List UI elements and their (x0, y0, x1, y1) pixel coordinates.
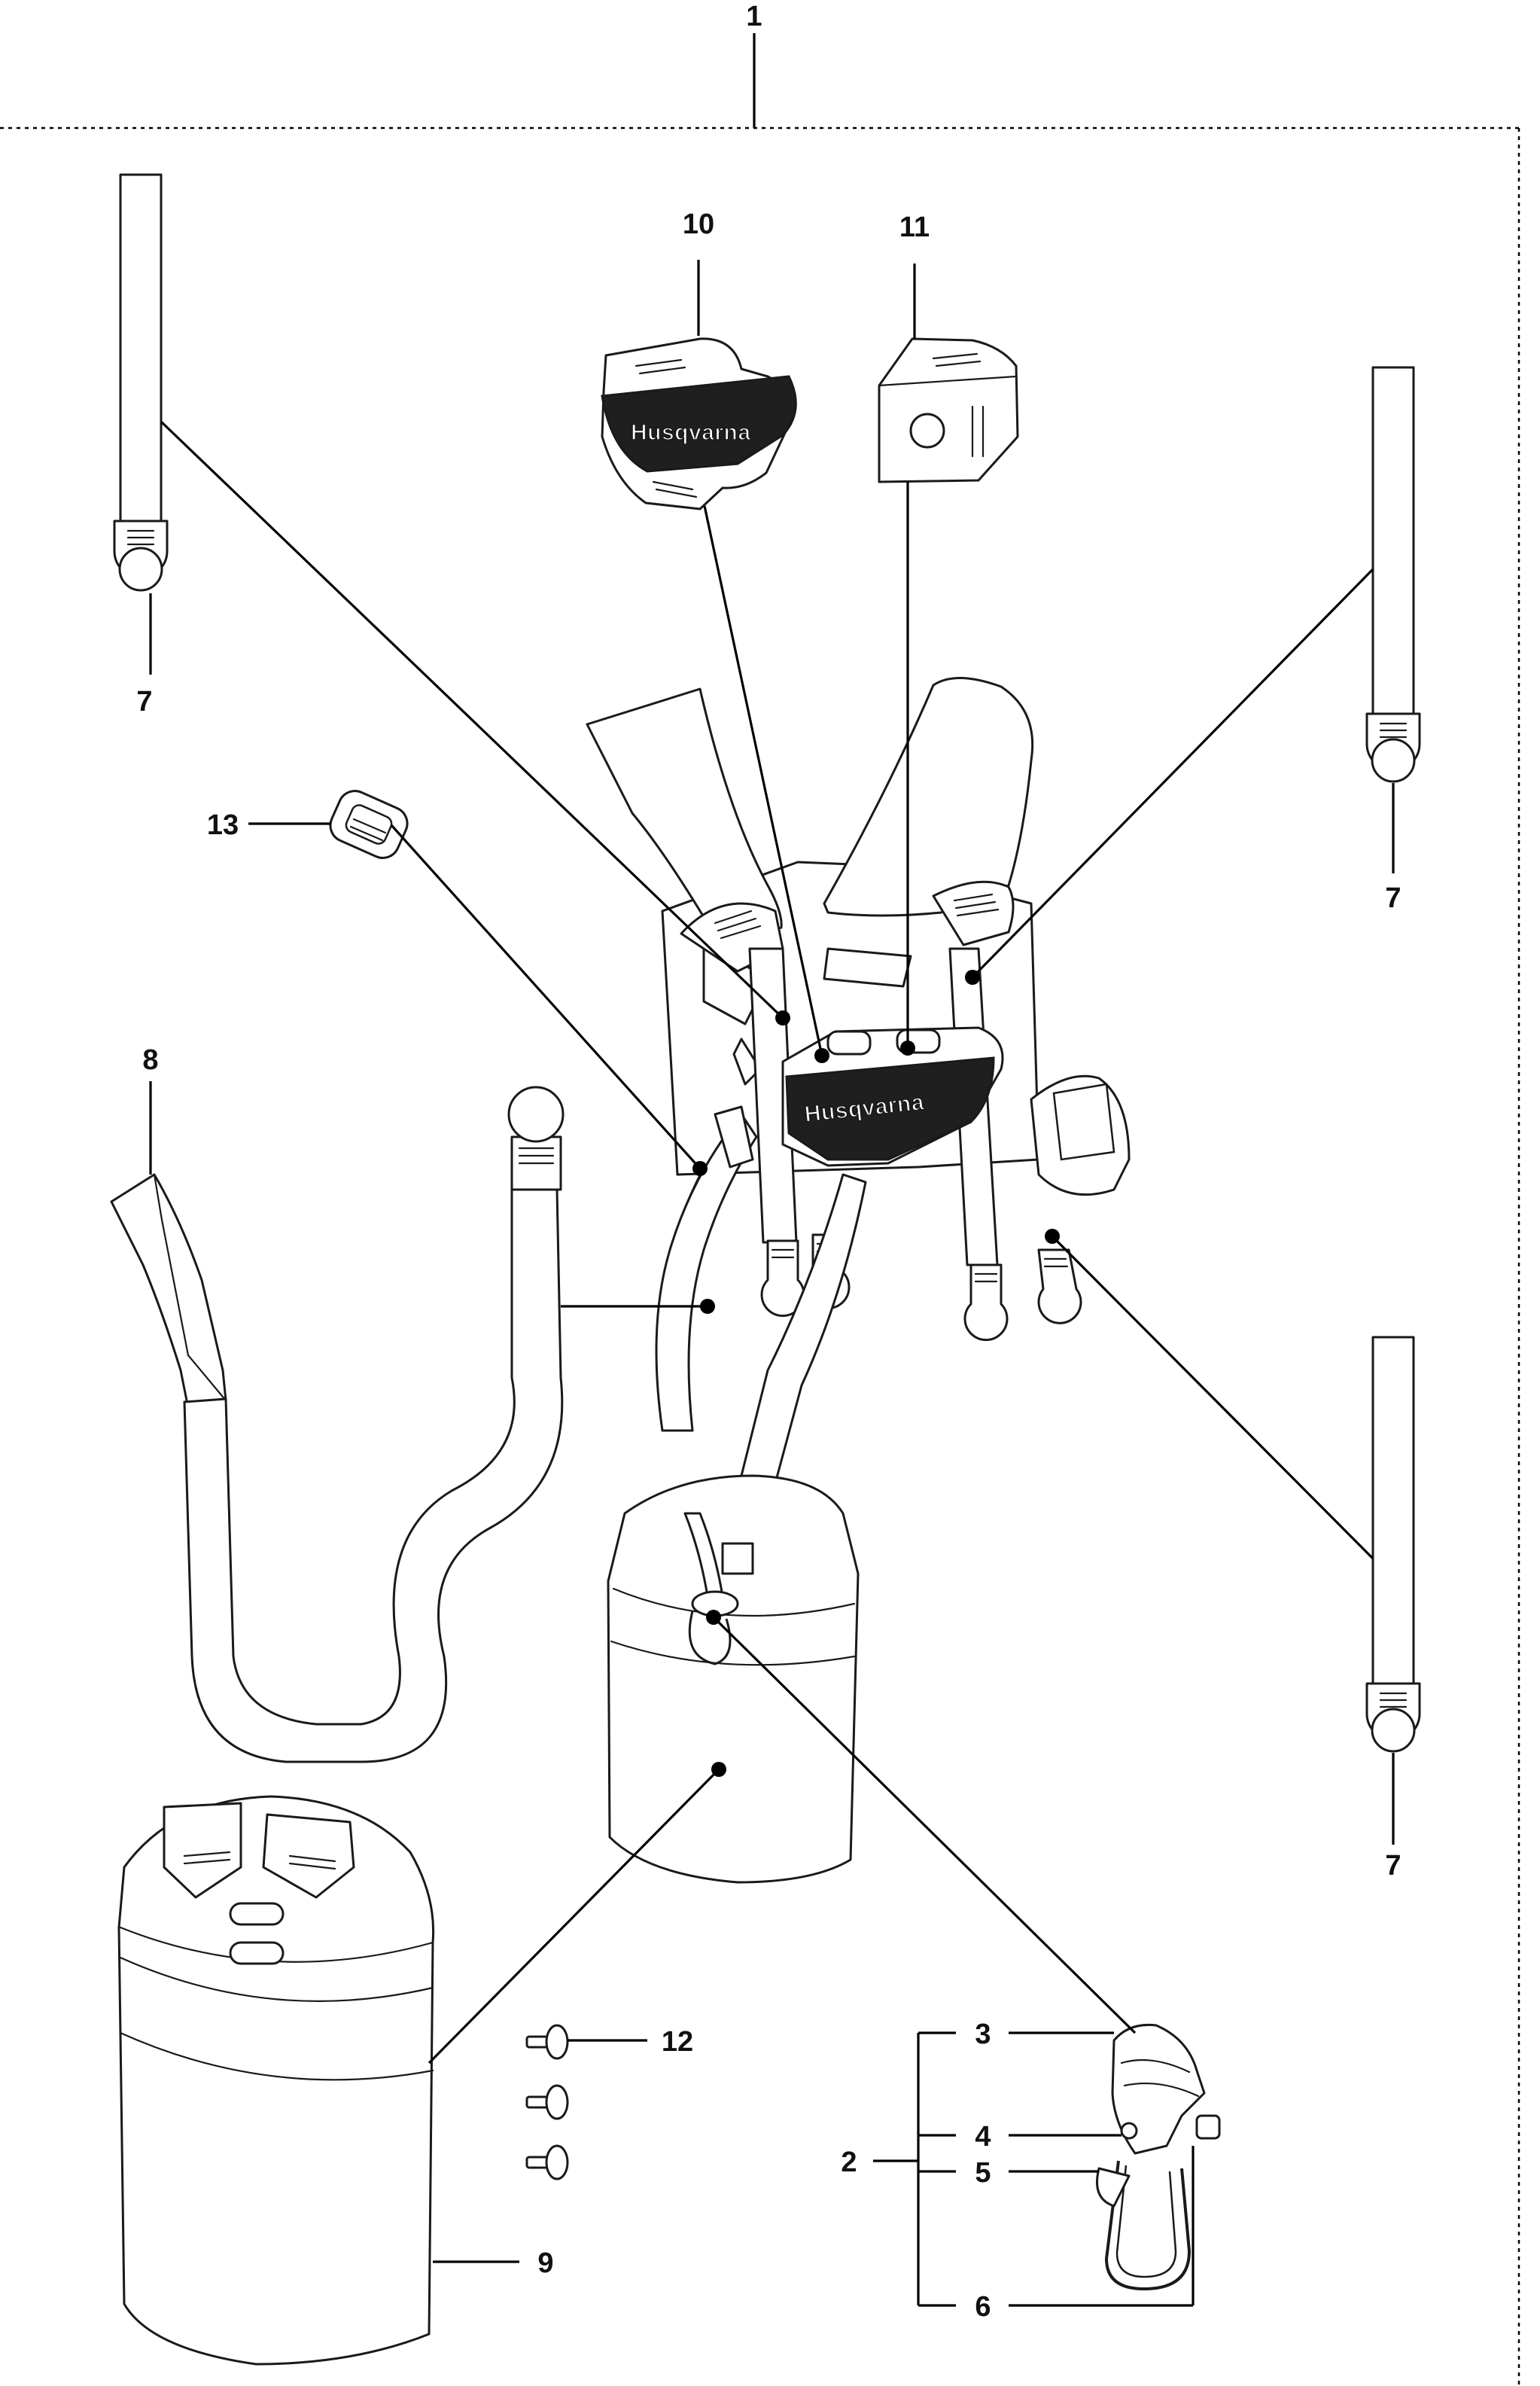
hook-assembly (1096, 2023, 1221, 2291)
callout-12: 12 (662, 2026, 693, 2058)
callout-3: 3 (975, 2019, 991, 2050)
shoulder-pad-right (878, 337, 1019, 483)
callout-1: 1 (746, 1, 762, 32)
callout-13: 13 (207, 809, 239, 841)
screw-2 (525, 2084, 569, 2120)
hip-pad (117, 1795, 435, 2366)
callout-10: 10 (683, 209, 714, 240)
strap-end-right-lower (1365, 1336, 1421, 1753)
back-strap (110, 1086, 565, 1763)
strap-end-top-left (113, 173, 169, 592)
screw-1 (525, 2024, 569, 2060)
strap-buckle (329, 790, 409, 859)
strap-end-right-upper (1365, 366, 1421, 783)
callout-9: 9 (537, 2247, 553, 2279)
callout-8: 8 (142, 1044, 158, 1076)
screw-3 (525, 2144, 569, 2180)
leader-lines (149, 260, 1395, 2307)
callout-7-top-left: 7 (136, 686, 152, 718)
callout-4: 4 (975, 2121, 991, 2153)
assembly-bracket (0, 33, 1520, 2386)
screws (525, 2024, 569, 2180)
callout-7-right-lower: 7 (1385, 1850, 1401, 1882)
callout-7-right-upper: 7 (1385, 882, 1401, 914)
pad-brand-label: Husqvarna (631, 420, 751, 445)
callout-5: 5 (975, 2157, 991, 2189)
shoulder-pad-left: Husqvarna (601, 337, 797, 510)
callout-11: 11 (899, 212, 930, 243)
hip-pad-assembled (607, 1474, 860, 1884)
harness-body: Husqvarna (586, 677, 1131, 1485)
callout-6: 6 (975, 2291, 991, 2323)
callout-2: 2 (841, 2147, 857, 2178)
callout-labels: 1 10 11 7 7 7 13 8 12 9 2 3 4 5 6 (136, 1, 1401, 2323)
